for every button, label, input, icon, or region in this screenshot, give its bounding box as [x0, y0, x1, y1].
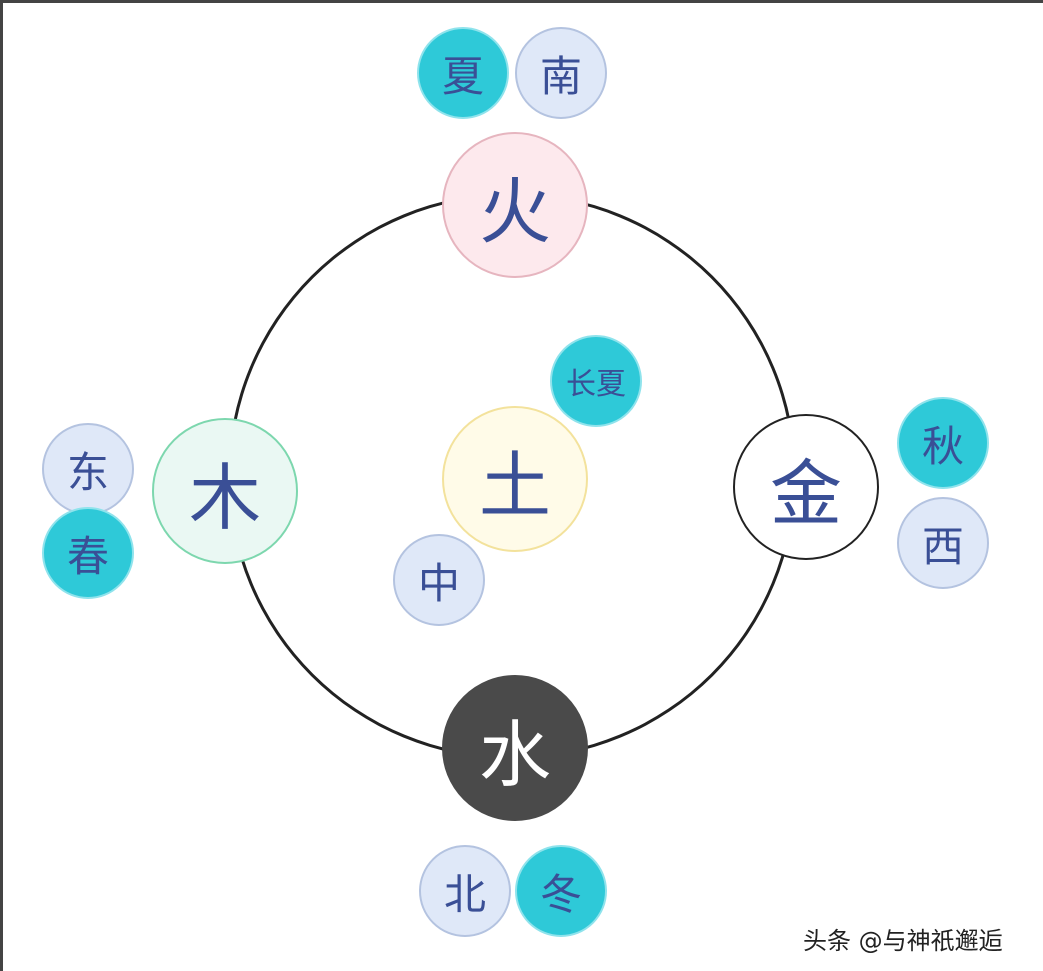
label-east: 东: [42, 423, 134, 515]
label-spring: 春: [42, 507, 134, 599]
label-west: 西: [897, 497, 989, 589]
label-summer: 夏: [417, 27, 509, 119]
node-water: 水: [442, 675, 588, 821]
label-autumn: 秋: [897, 397, 989, 489]
label-south: 南: [515, 27, 607, 119]
node-fire: 火: [442, 132, 588, 278]
node-earth: 土: [442, 406, 588, 552]
label-late-summer: 长夏: [550, 335, 642, 427]
label-north: 北: [419, 845, 511, 937]
watermark: 头条 @与神祇邂逅: [803, 927, 1003, 955]
node-wood: 木: [152, 418, 298, 564]
label-center: 中: [393, 534, 485, 626]
label-winter: 冬: [515, 845, 607, 937]
node-metal: 金: [733, 414, 879, 560]
